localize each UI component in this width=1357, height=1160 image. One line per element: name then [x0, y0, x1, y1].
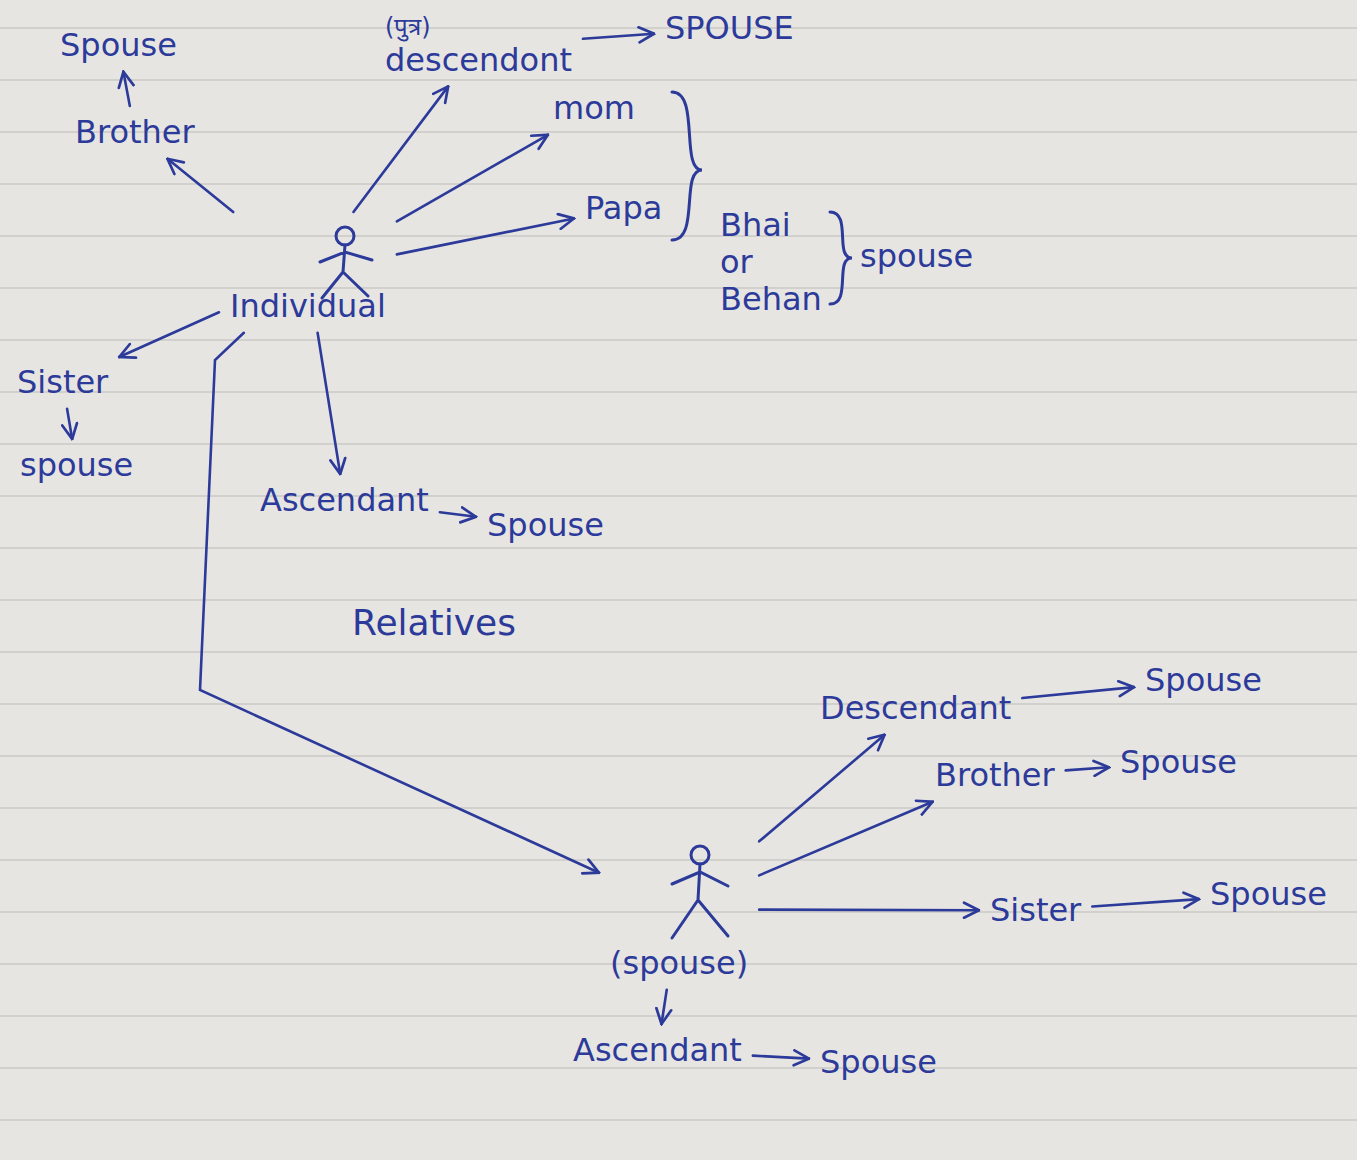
node-text: mom — [553, 90, 635, 127]
node-text: Brother — [935, 757, 1055, 794]
relation-arrow — [753, 1056, 809, 1059]
relative-node: Bhai or Behan — [715, 205, 827, 319]
relative-node: spouse — [15, 445, 138, 486]
ruled-line — [0, 79, 1357, 81]
figure-head — [336, 227, 354, 245]
relative-node: Brother — [70, 112, 200, 153]
relative-node: mom — [548, 88, 640, 129]
relation-arrow — [397, 135, 548, 222]
node-text: Ascendant — [573, 1032, 742, 1069]
curly-brace — [830, 212, 852, 304]
relation-arrow — [123, 72, 129, 106]
figure-head — [691, 846, 709, 864]
node-text: Spouse — [1145, 662, 1262, 699]
ruled-lines — [0, 28, 1357, 1120]
node-text: Brother — [75, 114, 195, 151]
relation-arrow — [759, 802, 932, 876]
relation-arrow — [759, 908, 979, 911]
ruled-line — [0, 1015, 1357, 1017]
relative-node: Ascendant — [255, 480, 434, 521]
node-text: Sister — [17, 364, 108, 401]
node-text: Individual — [230, 288, 386, 325]
relation-arrow — [119, 312, 219, 357]
relation-arrow — [583, 34, 654, 39]
node-text: Ascendant — [260, 482, 429, 519]
relative-node: Individual — [225, 218, 391, 327]
ruled-line — [0, 391, 1357, 393]
relation-arrow — [1092, 899, 1199, 906]
relative-node: Sister — [12, 362, 113, 403]
relation-arrow — [200, 333, 599, 873]
ruled-line — [0, 859, 1357, 861]
node-text: Bhai or Behan — [720, 207, 822, 317]
relative-node: spouse — [855, 236, 978, 277]
heading-note: Relatives — [352, 602, 516, 643]
ruled-line — [0, 131, 1357, 133]
node-text: Spouse — [820, 1044, 937, 1081]
ruled-line — [0, 443, 1357, 445]
relative-node: Spouse — [815, 1042, 942, 1083]
ruled-line — [0, 651, 1357, 653]
relation-arrow — [661, 990, 666, 1024]
ruled-line — [0, 495, 1357, 497]
relation-arrow — [67, 409, 72, 439]
node-text: Spouse — [1120, 744, 1237, 781]
relative-node: Spouse — [55, 25, 182, 66]
relative-node: Descendant — [815, 688, 1016, 729]
node-text: (पुत्र) — [385, 14, 572, 42]
figure-body — [672, 864, 728, 938]
node-text: Papa — [585, 190, 662, 227]
node-text: SPOUSE — [665, 10, 794, 47]
relation-arrow — [440, 512, 476, 516]
ruled-line — [0, 183, 1357, 185]
relative-node: SPOUSE — [660, 8, 799, 49]
ruled-line — [0, 1119, 1357, 1121]
relative-node: (spouse) — [605, 835, 753, 984]
relation-arrow — [318, 333, 341, 474]
node-text: spouse — [860, 238, 973, 275]
node-text: spouse — [20, 447, 133, 484]
curly-brace — [672, 92, 702, 240]
ruled-line — [0, 807, 1357, 809]
ruled-line — [0, 911, 1357, 913]
relative-node: Spouse — [482, 505, 609, 546]
ruled-line — [0, 339, 1357, 341]
relation-arrow — [167, 159, 233, 212]
relative-node: Spouse — [1115, 742, 1242, 783]
connectors — [67, 34, 1199, 1059]
relative-node: (पुत्र)descendont — [380, 12, 577, 80]
ruled-line — [0, 287, 1357, 289]
ruled-line — [0, 703, 1357, 705]
relative-node: Sister — [985, 890, 1086, 931]
relation-arrow — [397, 218, 574, 254]
relative-node: Spouse — [1140, 660, 1267, 701]
relation-arrow — [353, 86, 448, 212]
node-text: descendont — [385, 42, 572, 79]
stick-figure — [672, 846, 728, 938]
relative-node: Ascendant — [568, 1030, 747, 1071]
relative-node: Spouse — [1205, 874, 1332, 915]
node-text: Spouse — [487, 507, 604, 544]
node-text: Descendant — [820, 690, 1011, 727]
node-text: Sister — [990, 892, 1081, 929]
relation-arrow — [1022, 687, 1134, 698]
ruled-line — [0, 547, 1357, 549]
node-text: (spouse) — [610, 945, 748, 982]
node-text: Spouse — [1210, 876, 1327, 913]
relative-node: Papa — [580, 188, 667, 229]
relation-arrow — [759, 735, 884, 842]
relative-node: Brother — [930, 755, 1060, 796]
relation-arrow — [1066, 767, 1109, 770]
node-text: Spouse — [60, 27, 177, 64]
